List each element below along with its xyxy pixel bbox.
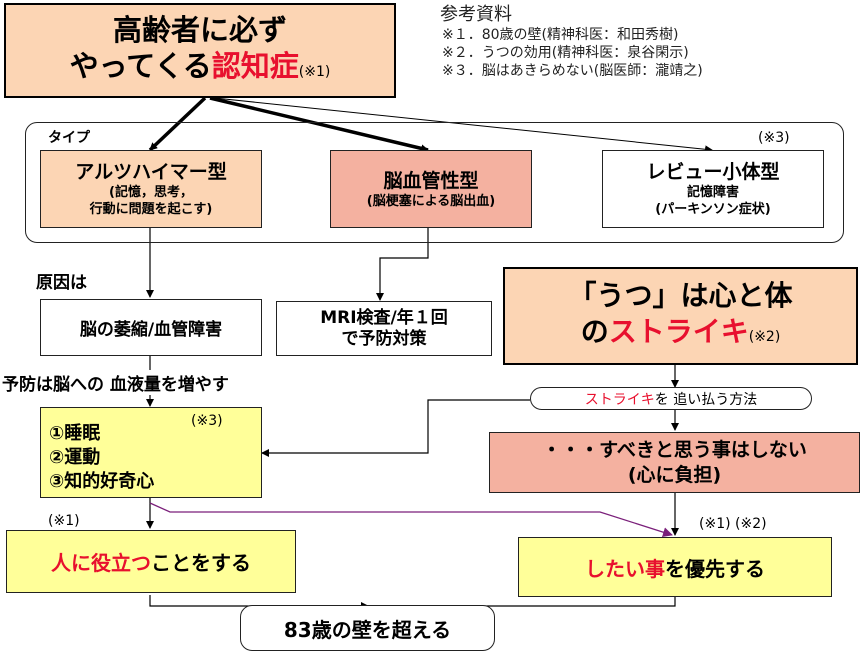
depression-line2: のストライキ(※2)	[581, 314, 781, 355]
cause-box: 脳の萎縮/血管障害	[40, 299, 262, 356]
mri-box: MRI検査/年１回 で予防対策	[276, 301, 492, 356]
want-note: (※1) (※2)	[699, 516, 767, 532]
prevention-item-3: ③知的好奇心	[49, 471, 155, 492]
want-text: を優先する	[665, 556, 765, 581]
vascular-box: 脳血管性型 (脳梗塞による脳出血)	[330, 150, 532, 228]
mri-line1: MRI検査/年１回	[320, 307, 448, 328]
arrow-method-to-prevention	[261, 399, 530, 457]
title-line2-prefix: やってくる	[69, 48, 212, 83]
alzheimer-box: アルツハイマー型 (記憶，思考， 行動に問題を起こす)	[40, 150, 262, 228]
prevention-box: (※3) ①睡眠 ②運動 ③知的好奇心	[40, 407, 262, 498]
reference-item-1: ※１．80歳の壁(精神科医：和田秀樹)	[442, 27, 679, 43]
want-red: したい事	[585, 556, 665, 581]
method-red: ストライキ	[584, 391, 655, 408]
title-note: (※1)	[298, 63, 331, 80]
arrow-title-to-lewy	[214, 97, 713, 154]
depression-line1: 「うつ」は心と体	[568, 278, 793, 312]
cause-label: 原因は	[36, 273, 87, 293]
alzheimer-title: アルツハイマー型	[75, 161, 227, 183]
lewy-desc1: 記憶障害	[686, 185, 739, 200]
title-line2-red: 認知症	[211, 48, 299, 83]
title-line2: やってくる認知症(※1)	[70, 48, 331, 90]
dont-line1: ・・・すべきと思う事はしない	[542, 438, 807, 461]
reference-item-2: ※２．うつの効用(精神科医：泉谷閑示)	[442, 45, 689, 61]
depression-line2-red: ストライキ	[608, 314, 749, 348]
alzheimer-desc2: 行動に問題を起こす)	[89, 202, 213, 217]
depression-line2-prefix: の	[580, 314, 609, 348]
help-box: 人に役立つことをする	[6, 530, 296, 593]
alzheimer-desc1: (記憶，思考，	[109, 185, 193, 200]
help-red: 人に役立つ	[51, 551, 151, 575]
prevention-heading: 予防は脳への 血液量を増やす	[2, 370, 231, 395]
lewy-desc2: (パーキンソン症状)	[655, 202, 771, 217]
arrow-title-to-alzheimer	[148, 96, 207, 152]
arrow-prevention-to-want	[149, 502, 673, 538]
types-note: (※3)	[758, 130, 790, 146]
references: 参考資料 ※１．80歳の壁(精神科医：和田秀樹) ※２．うつの効用(精神科医：泉…	[440, 4, 858, 80]
types-container	[25, 122, 844, 243]
reference-item-3: ※３．脳はあきらめない(脳医師：瀧靖之)	[442, 63, 703, 79]
dont-line2: (心に負担)	[627, 463, 722, 486]
prevention-item-2: ②運動	[49, 447, 101, 468]
help-text: ことをする	[151, 551, 251, 575]
goal-box: 83歳の壁を超える	[240, 605, 495, 651]
arrow-title-to-vascular	[209, 96, 429, 153]
dont-box: ・・・すべきと思う事はしない (心に負担)	[489, 432, 860, 493]
depression-note: (※2)	[748, 328, 781, 345]
references-heading: 参考資料	[440, 4, 512, 25]
goal-text: 83歳の壁を超える	[283, 617, 452, 642]
vascular-title: 脳血管性型	[383, 169, 479, 192]
method-pill: ストライキを 追い払う方法	[530, 387, 812, 410]
method-text: を 追い払う方法	[654, 391, 758, 408]
lewy-box: レビュー小体型 記憶障害 (パーキンソン症状)	[602, 150, 824, 228]
depression-box: 「うつ」は心と体 のストライキ(※2)	[503, 267, 858, 365]
help-note: (※1)	[48, 513, 80, 529]
lewy-title: レビュー小体型	[646, 161, 780, 183]
cause-text: 脳の萎縮/血管障害	[79, 320, 223, 340]
prevention-note: (※3)	[191, 413, 223, 429]
vascular-desc: (脳梗塞による脳出血)	[366, 193, 496, 209]
title-line1: 高齢者に必ず	[112, 12, 287, 47]
prevention-item-1: ①睡眠	[49, 423, 101, 444]
want-box: したい事を優先する	[518, 537, 832, 597]
types-label: タイプ	[48, 130, 90, 146]
mri-line2: で予防対策	[341, 328, 427, 349]
arrow-vascular-to-mri	[376, 228, 429, 301]
title-box: 高齢者に必ず やってくる認知症(※1)	[4, 3, 396, 98]
